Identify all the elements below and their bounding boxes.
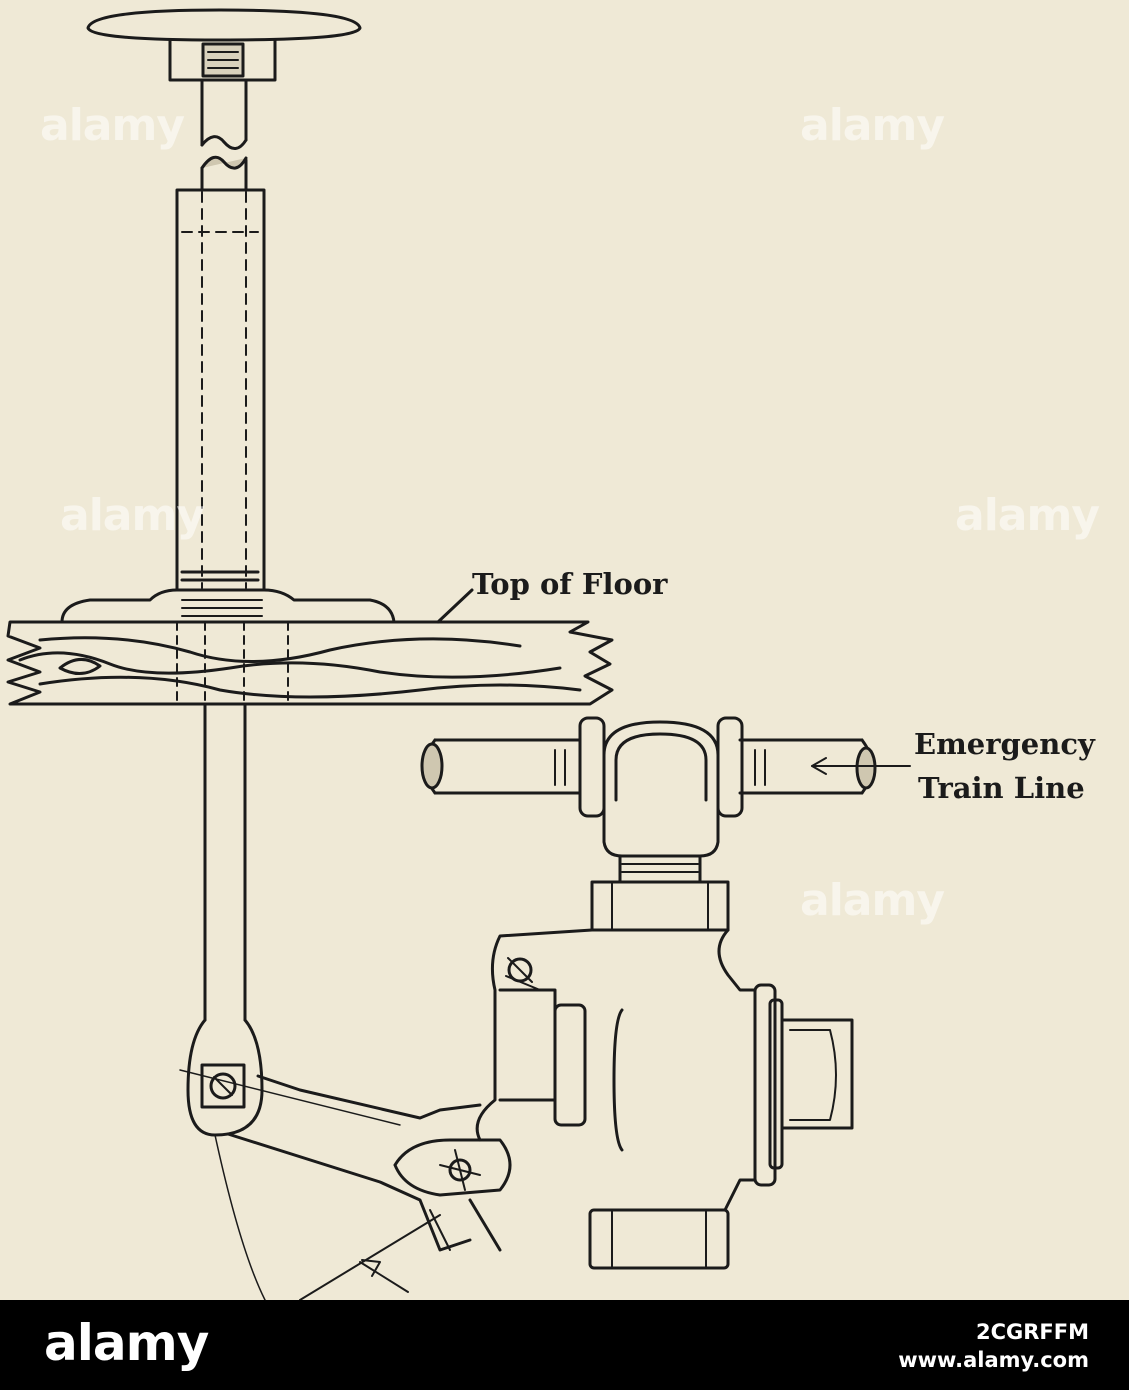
valve-drawing [6, 8, 911, 1300]
alamy-logo: alamy [44, 1314, 209, 1372]
emergency-label: Emergency [914, 727, 1095, 761]
upper-rod [200, 78, 248, 192]
image-id: 2CGRFFM [975, 1320, 1089, 1344]
train-line-pipe [420, 716, 877, 858]
pull-rod [186, 702, 264, 1137]
watermark-text: alamy [800, 875, 945, 926]
handle-knob [86, 8, 362, 82]
watermark-text: alamy [955, 490, 1100, 541]
top-of-floor-label: Top of Floor [472, 567, 668, 601]
watermark-text: alamy [40, 100, 185, 151]
image-credit: 2CGRFFM www.alamy.com [898, 1318, 1089, 1374]
watermark-text: alamy [800, 100, 945, 151]
diagram-area: Top of Floor Emergency Train Line alamy … [6, 8, 1100, 1300]
valve-body [475, 854, 854, 1270]
crank-lever [179, 1069, 512, 1300]
floor-leader-line [436, 588, 474, 624]
floor-flange [60, 588, 396, 624]
footer-bar: alamy 2CGRFFM www.alamy.com [0, 1300, 1129, 1390]
watermark-text: alamy [60, 490, 205, 541]
floor-board [6, 620, 614, 706]
site-url: www.alamy.com [898, 1348, 1089, 1372]
flow-arrow [811, 757, 911, 775]
motion-arrow [299, 1214, 441, 1300]
train-line-label: Train Line [918, 771, 1085, 805]
